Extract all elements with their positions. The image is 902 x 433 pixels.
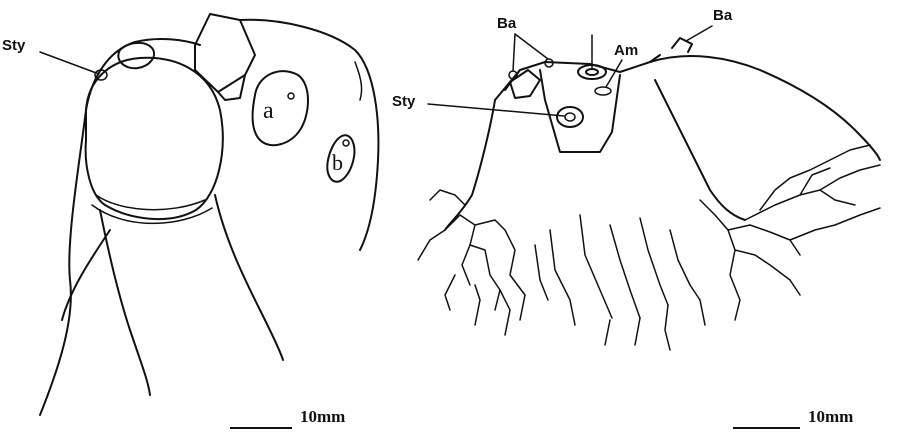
left-peduncle-line-2 <box>215 195 283 360</box>
right-upper-shell-inner <box>655 80 745 220</box>
right-labels: Ba Ba Am Sty <box>392 7 733 116</box>
right-canals-right <box>700 145 880 320</box>
right-am-pore <box>595 87 611 95</box>
right-capitulum-outline <box>505 55 660 90</box>
left-labels: Sty a b <box>2 37 349 175</box>
right-sty-pore-outer <box>557 107 583 127</box>
left-tergum-plate <box>118 43 154 68</box>
plate-b-dot <box>343 140 349 146</box>
left-right-shell <box>240 20 378 250</box>
right-ba-leader-2 <box>686 26 712 41</box>
left-sty-leader <box>40 52 99 74</box>
right-ba-label-2: Ba <box>713 7 733 24</box>
right-ba-leader-1b <box>515 34 548 59</box>
plate-a-label: a <box>263 98 274 124</box>
plate-b-label: b <box>332 150 343 175</box>
right-rostral-plate <box>510 70 540 98</box>
right-specimen <box>418 35 880 350</box>
left-sty-label: Sty <box>2 37 26 54</box>
plate-a-dot <box>288 93 294 99</box>
left-large-plate <box>86 58 223 219</box>
right-canals-center <box>535 215 700 325</box>
right-central-pore-inner <box>586 69 598 75</box>
right-ba-leader-1a <box>513 34 515 71</box>
left-scutum-lower <box>218 75 245 100</box>
left-shell-outline <box>40 39 200 415</box>
right-left-flank <box>445 100 495 230</box>
right-sty-pore-inner <box>565 113 575 121</box>
right-upper-shell <box>650 56 880 160</box>
left-specimen <box>40 14 378 415</box>
right-sty-label: Sty <box>392 93 416 110</box>
right-scale-bar: 10mm <box>733 407 853 428</box>
left-right-shell-inner <box>355 62 362 100</box>
right-ba-label-1: Ba <box>497 15 517 32</box>
left-peduncle-line-1 <box>100 210 150 395</box>
right-canals-left <box>418 190 525 320</box>
right-am-label: Am <box>614 42 638 59</box>
left-lateral-plate-a <box>253 71 308 145</box>
right-sty-leader <box>428 104 564 116</box>
right-scale-text: 10mm <box>808 407 853 426</box>
left-scale-text: 10mm <box>300 407 345 426</box>
left-scale-bar: 10mm <box>230 407 345 428</box>
right-lower-margin <box>475 285 705 350</box>
left-plate-arc-1 <box>96 195 205 210</box>
